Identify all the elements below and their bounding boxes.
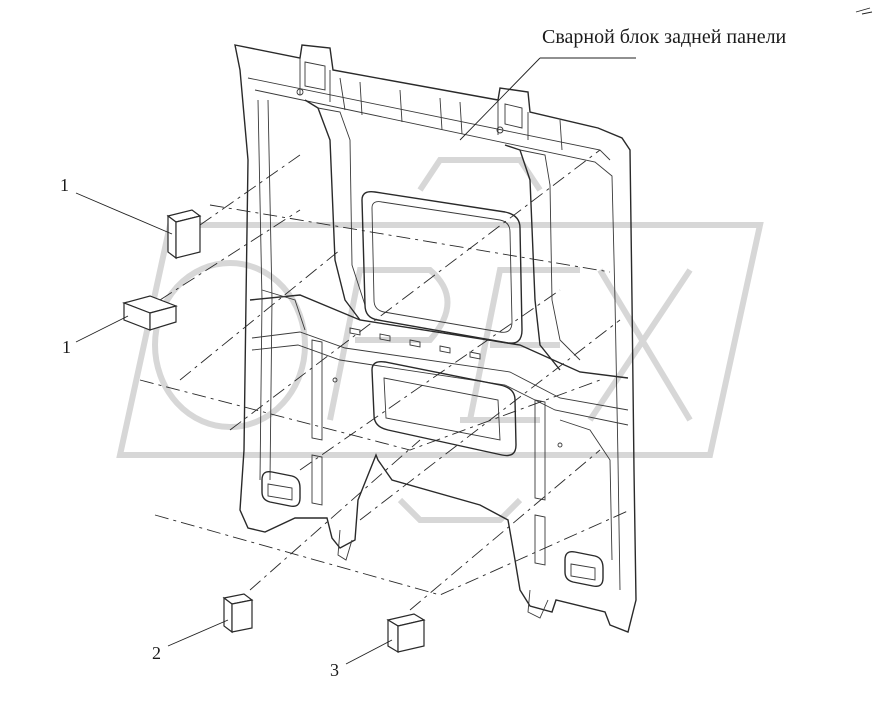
part-2-block: [222, 593, 254, 634]
assembly-dash-lines: [139, 149, 631, 611]
assembly-title-label: Сварной блок задней панели: [542, 26, 787, 48]
callout-part-1-lower: 1: [62, 337, 71, 357]
part-1-lower-block: [122, 295, 178, 331]
part-1-upper-block: [166, 209, 202, 260]
callout-part-1-upper: 1: [60, 175, 69, 195]
part-3-block: [386, 613, 426, 654]
callout-part-2: 2: [152, 643, 161, 663]
corner-mark: [855, 7, 873, 15]
rear-panel-weldment: [234, 44, 637, 633]
callout-leaders: [75, 57, 636, 665]
callout-part-3: 3: [330, 660, 339, 680]
